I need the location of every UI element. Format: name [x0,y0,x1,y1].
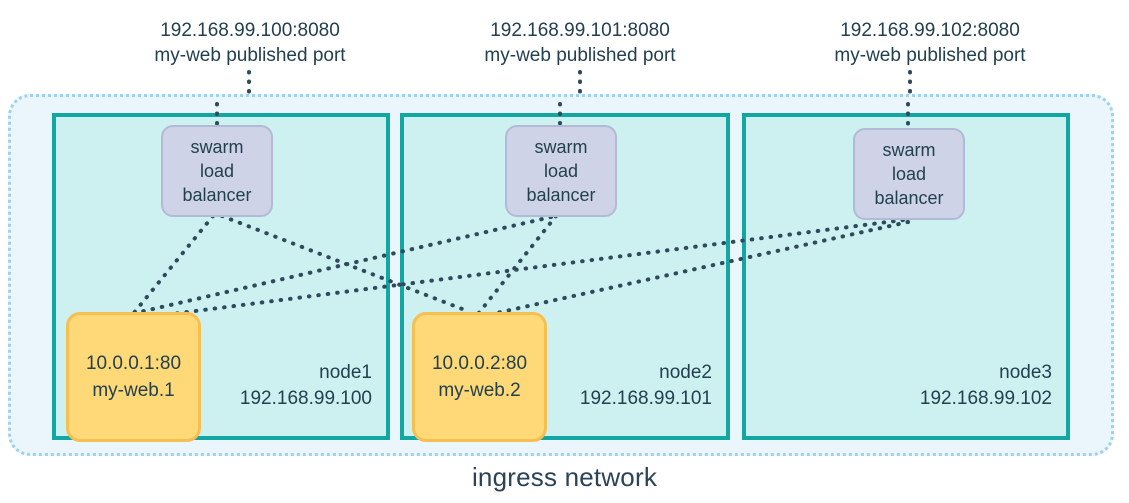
node-meta-node2: node2 192.168.99.101 [580,360,712,412]
node-name-node1: node1 [319,362,372,383]
swarm-load-balancer-node3: swarm load balancer [853,128,965,220]
lb-line1-node3: swarm [882,140,936,160]
task-box-my-web-2: 10.0.0.2:80 my-web.2 [412,312,547,442]
node-ip-node1: 192.168.99.100 [239,388,372,409]
published-port-label-node3: 192.168.99.102:8080 my-web published por… [790,18,1070,68]
published-port-address-node3: 192.168.99.102:8080 [840,20,1020,41]
published-port-description-node2: my-web published port [484,45,676,66]
node-ip-node2: 192.168.99.101 [579,388,712,409]
published-port-description-node1: my-web published port [154,45,346,66]
node-name-node2: node2 [659,362,712,383]
published-port-description-node3: my-web published port [834,45,1026,66]
published-port-address-node2: 192.168.99.101:8080 [490,20,670,41]
swarm-load-balancer-node2: swarm load balancer [505,125,617,217]
published-port-address-node1: 192.168.99.100:8080 [160,20,340,41]
lb-line1-node2: swarm [534,137,588,157]
node-ip-node3: 192.168.99.102 [919,388,1052,409]
task-address-my-web-2: 10.0.0.2:80 [431,353,528,374]
lb-line3-node3: balancer [874,188,944,208]
ingress-network-caption: ingress network [471,462,658,492]
swarm-load-balancer-node1: swarm load balancer [161,125,273,217]
published-port-label-node2: 192.168.99.101:8080 my-web published por… [440,18,720,68]
lb-line2-node3: load [891,164,927,184]
lb-line2-node1: load [199,161,235,181]
lb-line1-node1: swarm [190,137,244,157]
node-meta-node1: node1 192.168.99.100 [240,360,372,412]
node-meta-node3: node3 192.168.99.102 [920,360,1052,412]
task-name-my-web-2: my-web.2 [438,380,521,401]
lb-line3-node2: balancer [526,185,596,205]
lb-line3-node1: balancer [182,185,252,205]
node-name-node3: node3 [999,362,1052,383]
task-address-my-web-1: 10.0.0.1:80 [85,353,182,374]
published-port-label-node1: 192.168.99.100:8080 my-web published por… [110,18,390,68]
task-box-my-web-1: 10.0.0.1:80 my-web.1 [66,312,201,442]
task-name-my-web-1: my-web.1 [92,380,175,401]
lb-line2-node2: load [543,161,579,181]
